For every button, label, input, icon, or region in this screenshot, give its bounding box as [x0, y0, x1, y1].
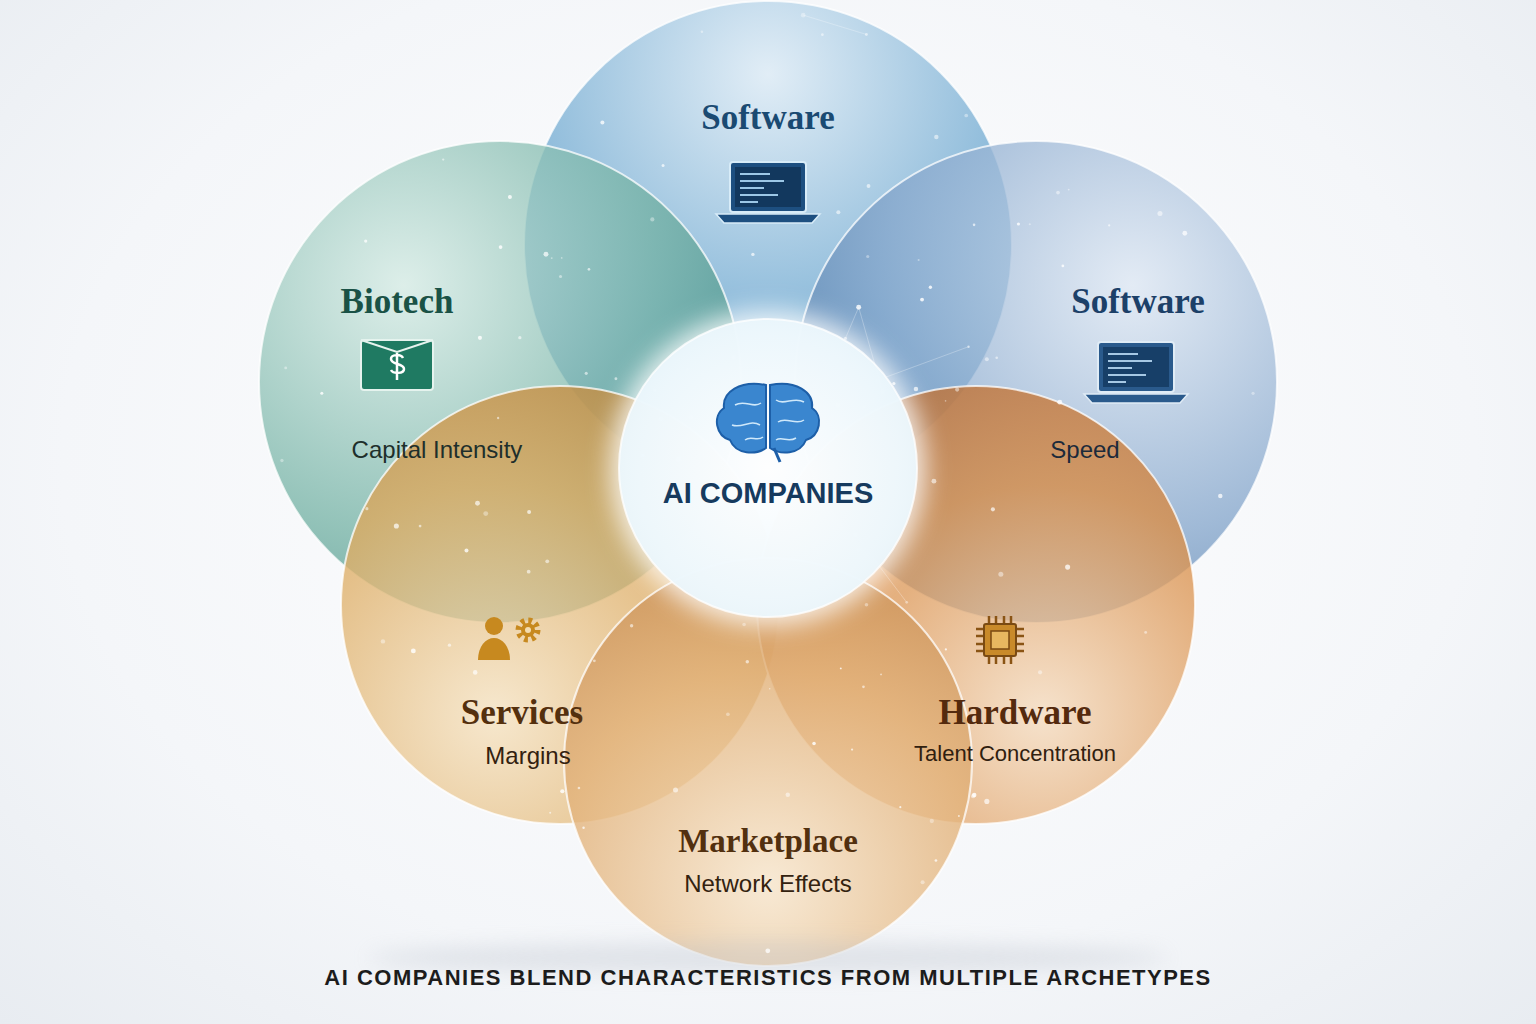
- archetype-name: Software: [1071, 282, 1205, 322]
- circle-shape: [523, 0, 1013, 490]
- archetype-circle: SoftwareSpeed: [794, 140, 1278, 624]
- archetype-trait: Network Effects: [684, 870, 852, 898]
- archetype-name: Marketplace: [678, 823, 858, 861]
- archetype-name: Biotech: [341, 282, 454, 322]
- circle-fill: [564, 558, 972, 966]
- archetype-circle: Software: [523, 0, 1013, 490]
- archetype-name: Services: [461, 693, 583, 733]
- archetype-name: Hardware: [939, 693, 1092, 733]
- archetype-trait: Margins: [485, 742, 570, 770]
- archetype-circle: MarketplaceNetwork Effects: [563, 557, 973, 967]
- circle-fill: [619, 319, 917, 617]
- circle-shape: [618, 318, 918, 618]
- archetype-circle: HardwareTalent Concentration: [756, 385, 1196, 825]
- archetype-trait: Capital Intensity: [352, 436, 523, 464]
- figure-caption: AI COMPANIES BLEND CHARACTERISTICS FROM …: [324, 965, 1211, 990]
- core-circle: AI COMPANIES: [618, 318, 918, 618]
- archetype-name: Software: [701, 98, 835, 138]
- core-label: AI COMPANIES: [663, 477, 874, 510]
- circle-shape: [794, 140, 1278, 624]
- core-glow: [610, 310, 926, 626]
- archetype-trait: Talent Concentration: [914, 741, 1116, 766]
- circle-shape: [258, 140, 742, 624]
- archetype-trait: Speed: [1050, 436, 1119, 464]
- archetype-circle: BiotechCapital Intensity: [258, 140, 742, 624]
- circle-shape: [563, 557, 973, 967]
